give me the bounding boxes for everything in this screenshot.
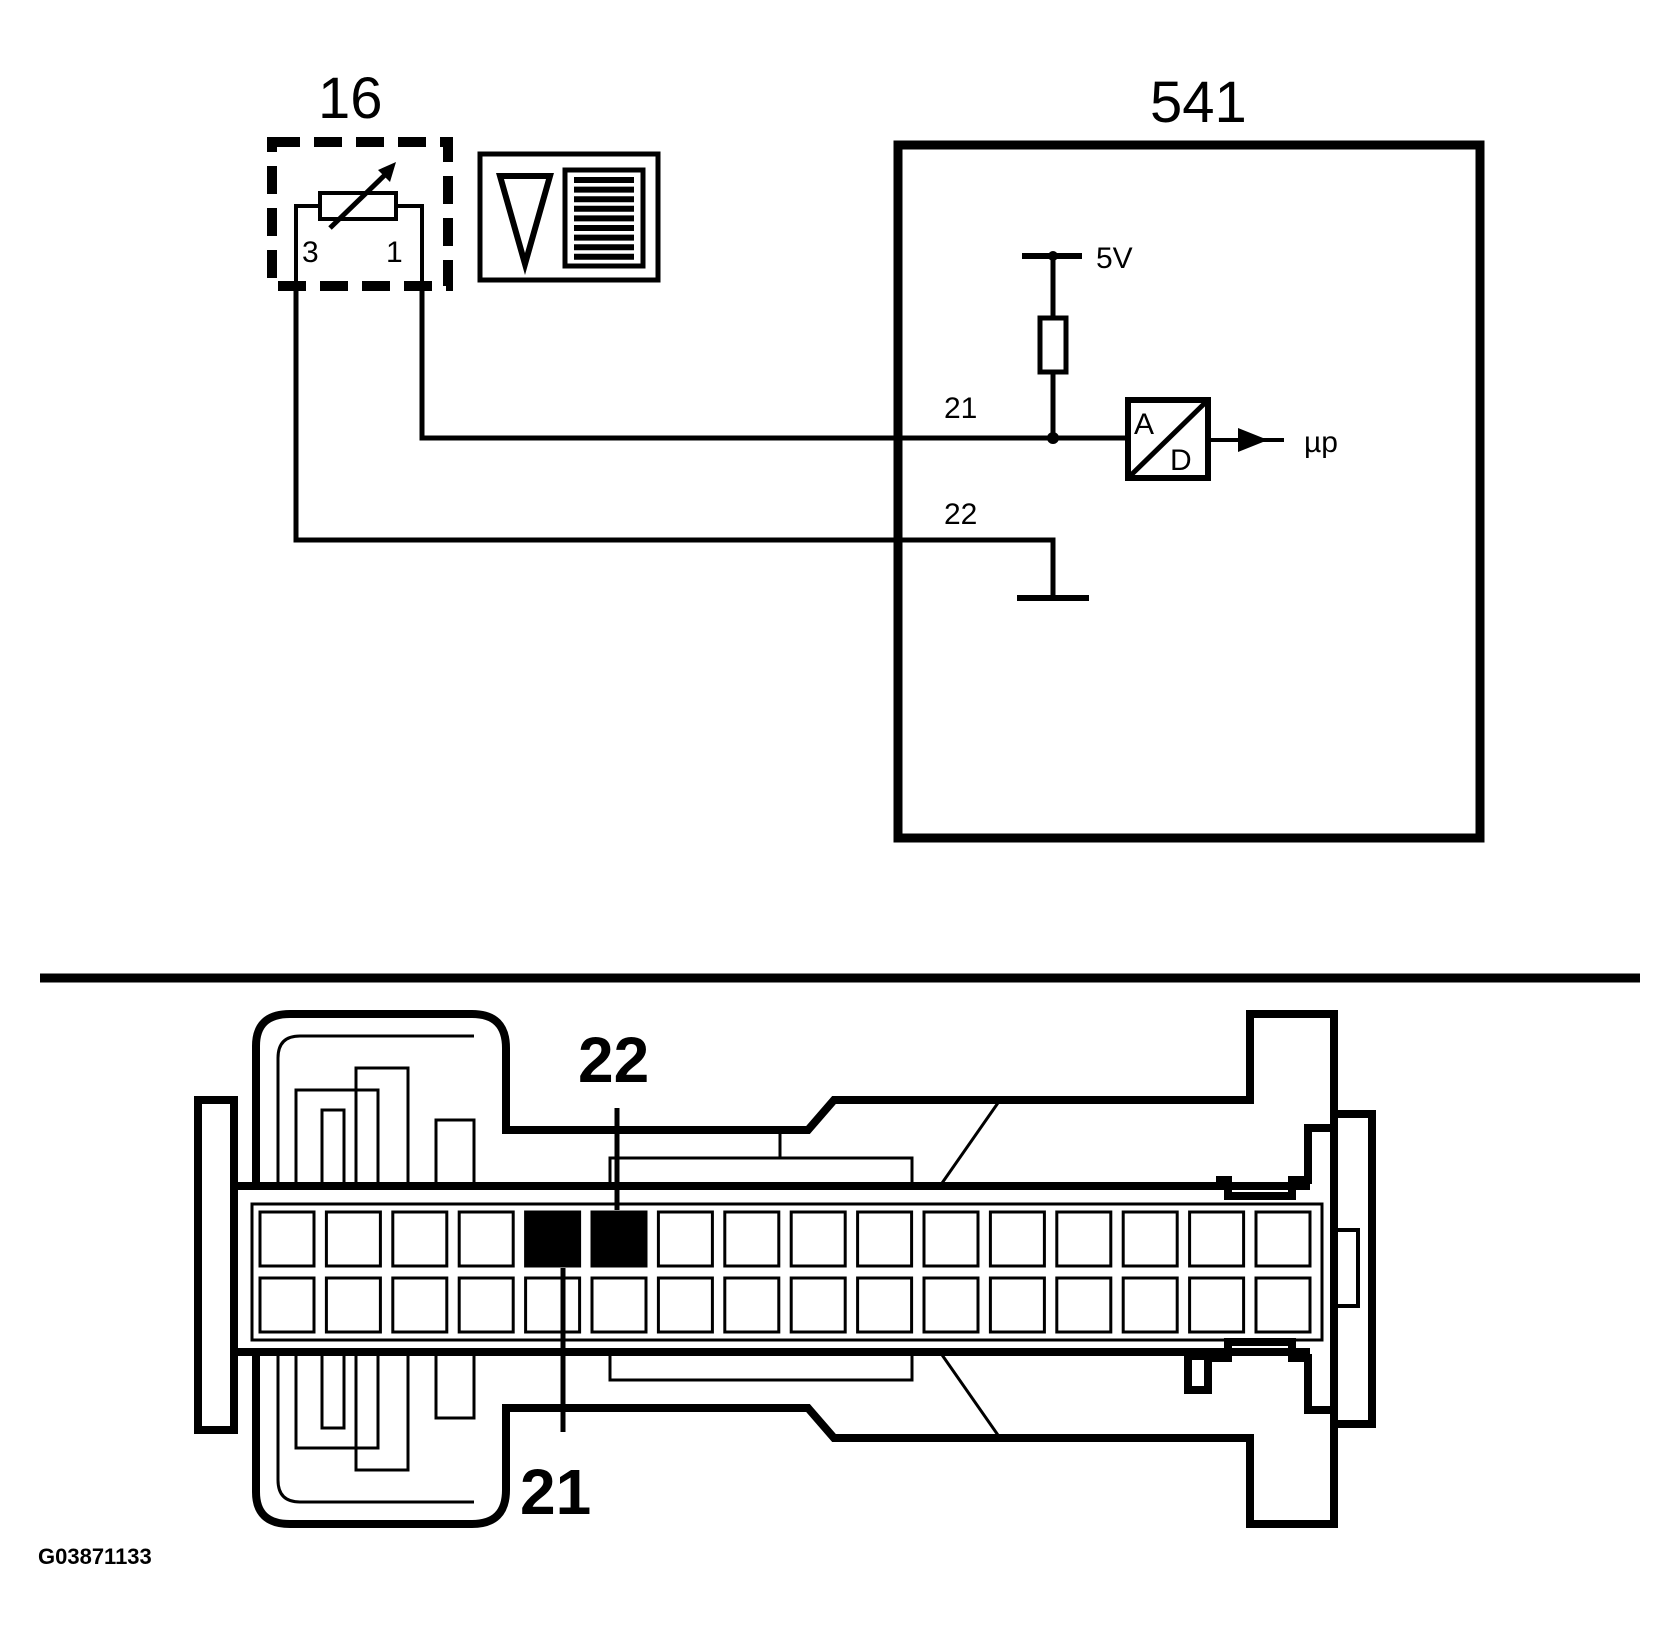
wire-pin-21-label: 21	[944, 392, 977, 425]
module-id-label: 541	[1150, 70, 1247, 135]
schematic: 16 3 1 541 21 22 5V	[267, 66, 1485, 843]
pin-cell	[258, 1210, 316, 1268]
pin-cell	[656, 1276, 714, 1334]
pin-cell-highlighted	[590, 1210, 648, 1268]
level-sensor-icon	[477, 151, 661, 283]
microprocessor-label: µp	[1304, 426, 1338, 459]
pin-cell	[922, 1276, 980, 1334]
pin-cell	[988, 1210, 1046, 1268]
connector-pin-grid	[250, 1202, 1324, 1342]
sensor-housing	[267, 137, 453, 291]
sensor-pin-1-label: 1	[386, 236, 403, 269]
pin-cell	[1188, 1210, 1246, 1268]
pin-cell	[856, 1210, 914, 1268]
pin-cell	[723, 1276, 781, 1334]
pin-cell	[324, 1210, 382, 1268]
connector-flange-right	[1330, 1110, 1376, 1428]
pin-cell	[1254, 1276, 1312, 1334]
pin-cell	[922, 1210, 980, 1268]
pin-cell	[457, 1210, 515, 1268]
pin-cell	[590, 1276, 648, 1334]
pin-cell	[457, 1276, 515, 1334]
pin-cell	[391, 1276, 449, 1334]
pin-cell	[1055, 1210, 1113, 1268]
callout-label-21: 21	[520, 1456, 591, 1528]
pin-cell	[524, 1276, 582, 1334]
wire-pin-22-label: 22	[944, 498, 977, 531]
connector-flange-left	[194, 1096, 238, 1434]
junction-node	[1047, 432, 1059, 444]
pin-cell	[723, 1210, 781, 1268]
pullup-resistor	[1037, 315, 1069, 375]
pin-cell-highlighted	[524, 1210, 582, 1268]
pin-cell	[1121, 1276, 1179, 1334]
ad-converter: A D	[1125, 397, 1211, 481]
connector-view: 22 21	[194, 1010, 1376, 1528]
pin-cell	[391, 1210, 449, 1268]
pin-cell	[1055, 1276, 1113, 1334]
pin-cell	[258, 1276, 316, 1334]
sensor-id-label: 16	[318, 66, 383, 131]
pin-cell	[856, 1276, 914, 1334]
variable-resistor	[318, 191, 398, 221]
figure-code: G03871133	[38, 1544, 152, 1569]
pin-cell	[988, 1276, 1046, 1334]
callout-label-22: 22	[578, 1024, 649, 1096]
sensor-pin-3-label: 3	[302, 236, 319, 269]
pin-cell	[789, 1276, 847, 1334]
pin-cell	[1121, 1210, 1179, 1268]
pin-cell	[324, 1276, 382, 1334]
resistor-adjust-arrow	[328, 168, 392, 230]
pin-cell	[1254, 1210, 1312, 1268]
connector-housing-bottom	[252, 1338, 1338, 1528]
signal-arrow-icon	[1238, 428, 1268, 452]
supply-voltage-label: 5V	[1096, 242, 1133, 275]
pin-cell	[789, 1210, 847, 1268]
converter-input-label: A	[1134, 408, 1154, 441]
control-module-box	[893, 140, 1485, 843]
pin-grid-frame	[250, 1202, 1324, 1342]
wire-pin-22	[293, 290, 1056, 598]
pin-cell	[1188, 1276, 1246, 1334]
converter-output-label: D	[1170, 444, 1192, 477]
pin-cell	[656, 1210, 714, 1268]
arrow-head-icon	[378, 162, 396, 182]
connector-housing-top	[252, 1010, 1338, 1200]
wire-pin-21	[419, 290, 1128, 441]
